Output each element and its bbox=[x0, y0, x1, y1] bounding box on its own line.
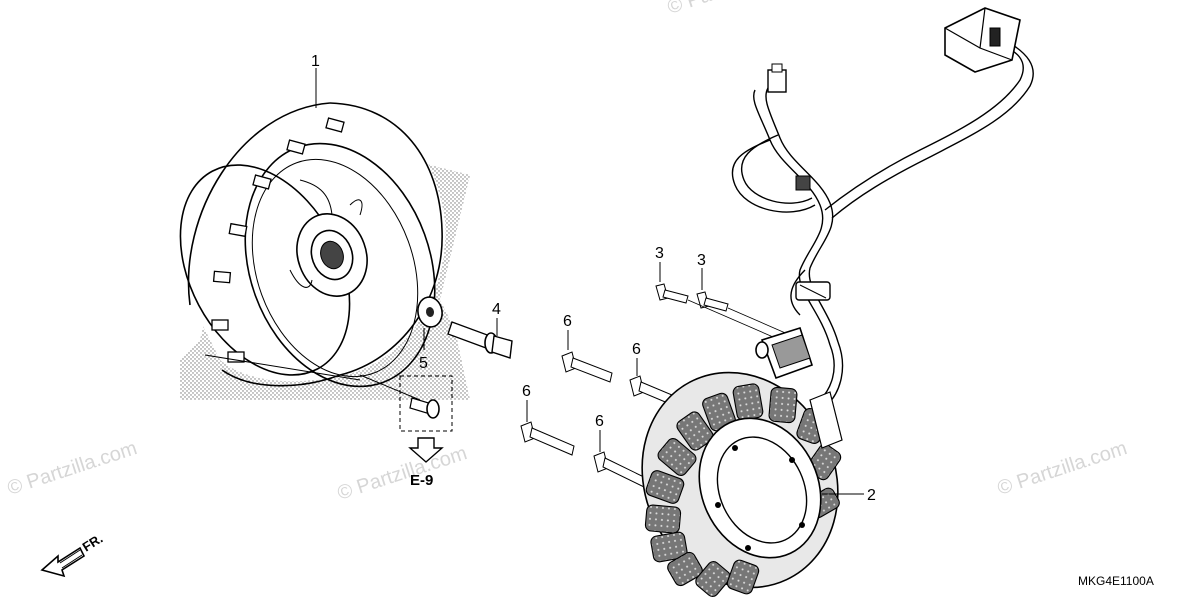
callout-stator-bolt-a: 6 bbox=[563, 313, 572, 330]
stator-part bbox=[641, 371, 843, 597]
reference-box bbox=[359, 374, 453, 432]
bolt-3a-part bbox=[655, 283, 689, 304]
stator-bolt-c-part bbox=[520, 421, 575, 456]
front-direction-label: FR. bbox=[80, 531, 106, 555]
stator-bolt-a-part bbox=[561, 351, 613, 383]
bolt-3b-part bbox=[696, 291, 729, 312]
leader-line bbox=[359, 374, 421, 401]
watermark: © Partzilla.com bbox=[665, 0, 800, 19]
watermark: © Partzilla.com bbox=[995, 437, 1130, 500]
flywheel-rotor bbox=[179, 102, 446, 388]
leader-line bbox=[687, 299, 781, 341]
reference-label: E-9 bbox=[410, 472, 433, 489]
callout-stator: 2 bbox=[867, 487, 876, 504]
callout-washer: 5 bbox=[419, 355, 428, 372]
flange-bolt-part bbox=[447, 321, 513, 359]
wire-grommet bbox=[755, 326, 813, 380]
callout-bolt-b: 3 bbox=[697, 252, 706, 269]
callout-stator-bolt-b: 6 bbox=[632, 341, 641, 358]
callout-stator-bolt-d: 6 bbox=[595, 413, 604, 430]
stator-bolt-d-part bbox=[593, 451, 647, 488]
leader-line bbox=[727, 307, 791, 336]
wire-harness bbox=[731, 41, 1034, 405]
watermark: © Partzilla.com bbox=[335, 442, 470, 505]
coupler-connector bbox=[944, 7, 1021, 73]
callout-flange-bolt: 4 bbox=[492, 301, 501, 318]
watermark: © Partzilla.com bbox=[5, 437, 140, 500]
harness-clip bbox=[795, 175, 831, 301]
reference-arrow bbox=[408, 437, 444, 463]
flywheel-slots bbox=[211, 117, 345, 363]
callout-flywheel: 1 bbox=[311, 53, 320, 70]
watermark-group: © Partzilla.com © Partzilla.com © Partzi… bbox=[5, 0, 1130, 505]
small-connector bbox=[767, 63, 787, 93]
front-arrow-icon bbox=[40, 546, 86, 578]
callout-bolt-a: 3 bbox=[655, 245, 664, 262]
washer-part bbox=[417, 296, 443, 328]
callout-stator-bolt-c: 6 bbox=[522, 383, 531, 400]
diagram-code: MKG4E1100A bbox=[1078, 574, 1154, 588]
